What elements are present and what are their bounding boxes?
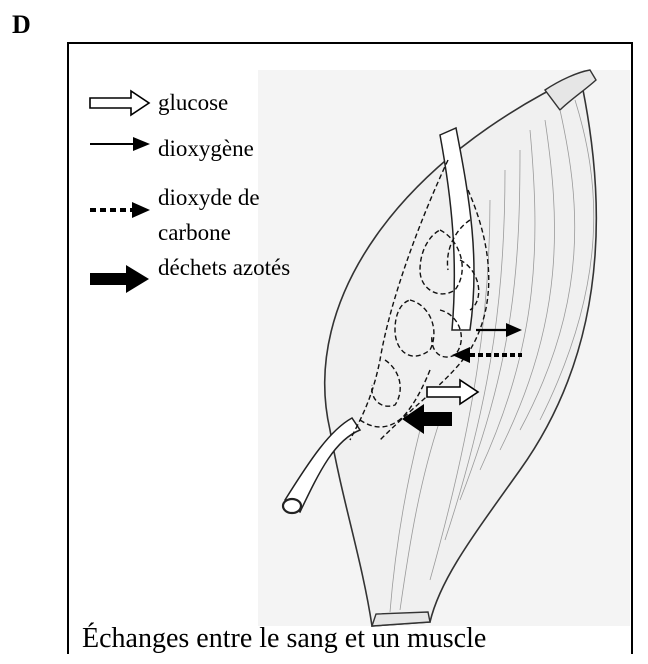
legend-label-co2-line1: dioxyde de (158, 185, 260, 211)
legend-label-dioxygen: dioxygène (158, 136, 254, 162)
legend-label-nitrogen-waste: déchets azotés (158, 255, 290, 281)
legend-dioxygen-arrow (90, 137, 150, 151)
legend-glucose-arrow (90, 91, 149, 115)
legend-co2-arrow (90, 202, 150, 218)
legend-label-co2-line2: carbone (158, 220, 231, 246)
legend-nitrogen-waste-arrow (90, 265, 149, 293)
vessel-opening (283, 499, 301, 513)
figure-caption: Échanges entre le sang et un muscle (82, 622, 622, 656)
legend-label-glucose: glucose (158, 90, 228, 116)
